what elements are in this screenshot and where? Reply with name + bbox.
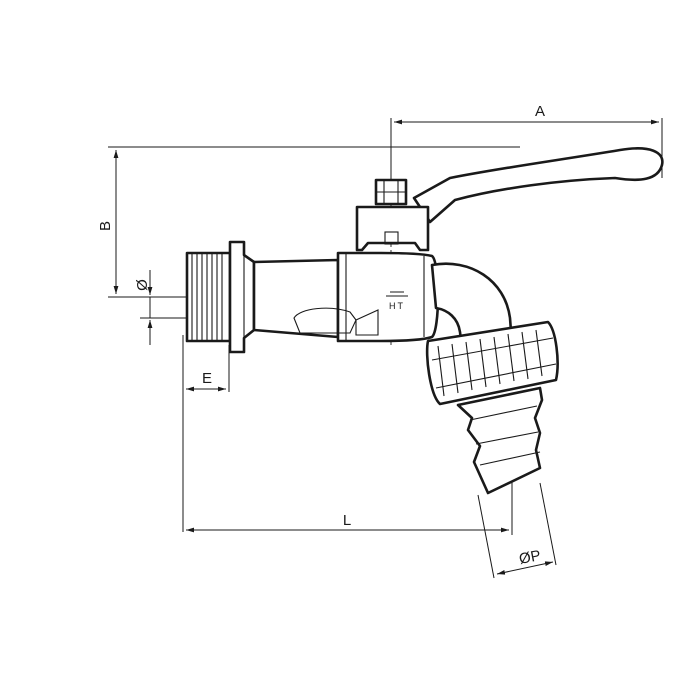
handle-base [355,205,430,252]
hose-barb [456,386,544,495]
dimension-diameter-label: Ø [134,279,151,291]
dimension-e: E [182,335,230,532]
valve-body: HT [252,251,440,343]
dimension-a-label: A [535,103,545,120]
threaded-inlet [185,240,256,354]
coupling-nut [425,320,559,406]
dimension-l: L [186,470,513,535]
dimension-b-label: B [97,221,114,231]
brand-logo-text: HT [389,301,405,311]
brand-logo: HT [386,291,408,311]
lever-handle [412,147,664,224]
dimension-op-label: ØP [518,547,543,568]
dimension-l-label: L [343,512,351,529]
stem-nut [374,178,408,206]
dimension-diameter: Ø [134,270,187,345]
dimension-op: ØP [477,482,557,579]
dimension-e-label: E [202,370,212,387]
